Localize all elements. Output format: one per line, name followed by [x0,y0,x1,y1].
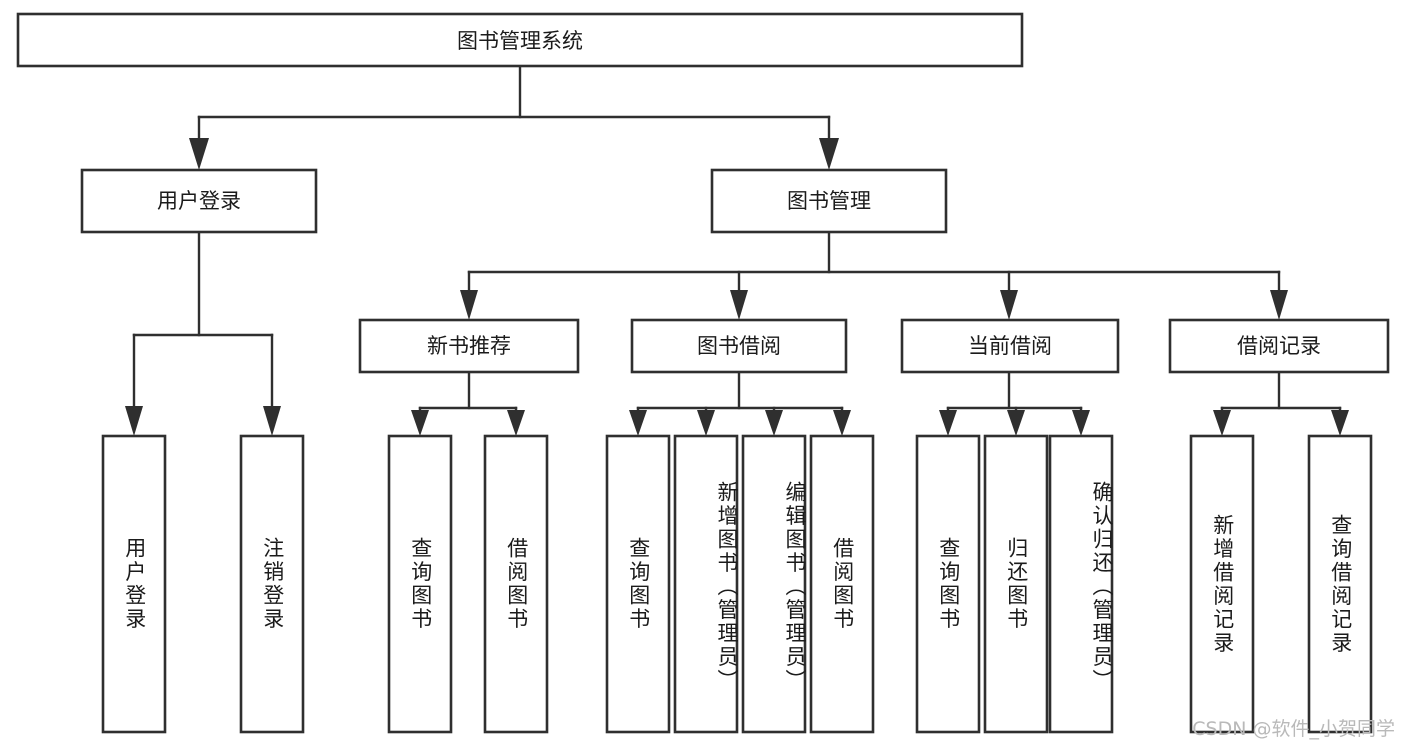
arrow-head-leaf-query-book-1 [411,410,429,436]
arrow-head-book-borrow [730,290,748,320]
node-leaf-add-record-box[interactable] [1189,434,1255,734]
node-leaf-add-book-box[interactable] [673,434,739,734]
node-book-borrow[interactable]: 图书借阅 [630,318,848,374]
arrow-head-leaf-borrow-book-1 [507,410,525,436]
node-leaf-return-book-box[interactable] [983,434,1049,734]
node-leaf-logout-login-box[interactable] [239,434,305,734]
arrow-head-user-login [189,138,209,170]
node-new-book-recommend-box[interactable] [358,318,580,374]
node-borrow-record[interactable]: 借阅记录 [1168,318,1390,374]
node-book-manage-box[interactable] [710,168,948,234]
node-book-borrow-box[interactable] [630,318,848,374]
node-root-box[interactable] [16,12,1024,68]
node-current-borrow[interactable]: 当前借阅 [900,318,1120,374]
node-user-login-box[interactable] [80,168,318,234]
arrow-head-borrow-record [1270,290,1288,320]
node-group: 图书管理系统 用户登录 图书管理 新书推荐 图书借阅 当前 [16,12,1390,734]
arrow-head-leaf-query-record [1331,410,1349,436]
node-borrow-record-label: 借阅记录 [1237,334,1321,358]
node-root-label: 图书管理系统 [457,29,583,53]
node-user-login[interactable]: 用户登录 [80,168,318,234]
node-leaf-user-login-box[interactable] [101,434,167,734]
arrow-head-leaf-edit-book [765,410,783,436]
arrow-head-leaf-query-book-2 [629,410,647,436]
node-leaf-edit-book-box[interactable] [741,434,807,734]
node-leaf-confirm-return-box[interactable] [1048,434,1114,734]
node-current-borrow-label: 当前借阅 [968,334,1052,358]
node-borrow-record-box[interactable] [1168,318,1390,374]
node-book-borrow-label: 图书借阅 [697,334,781,358]
node-leaf-query-book-2-box[interactable] [605,434,671,734]
arrow-head-leaf-borrow-book-2 [833,410,851,436]
arrow-head-leaf-user-login [125,406,143,436]
arrow-head-leaf-logout-login [263,406,281,436]
node-root[interactable]: 图书管理系统 [16,12,1024,68]
node-leaf-borrow-book-2-box[interactable] [809,434,875,734]
node-user-login-label: 用户登录 [157,189,241,213]
arrow-head-book-manage [819,138,839,170]
node-current-borrow-box[interactable] [900,318,1120,374]
connector-group [125,64,1349,436]
node-leaf-query-book-3-box[interactable] [915,434,981,734]
arrow-head-leaf-confirm-return [1072,410,1090,436]
arrow-head-leaf-return-book [1007,410,1025,436]
node-leaf-query-book-1-box[interactable] [387,434,453,734]
arrow-head-current-borrow [1000,290,1018,320]
node-new-book-recommend-label: 新书推荐 [427,334,511,358]
node-leaf-query-record-box[interactable] [1307,434,1373,734]
arrow-head-leaf-add-book [697,410,715,436]
node-book-manage-label: 图书管理 [787,189,871,213]
node-new-book-recommend[interactable]: 新书推荐 [358,318,580,374]
arrow-head-leaf-add-record [1213,410,1231,436]
node-book-manage[interactable]: 图书管理 [710,168,948,234]
node-leaf-borrow-book-1-box[interactable] [483,434,549,734]
arrow-head-leaf-query-book-3 [939,410,957,436]
arrow-head-new-book-recommend [460,290,478,320]
